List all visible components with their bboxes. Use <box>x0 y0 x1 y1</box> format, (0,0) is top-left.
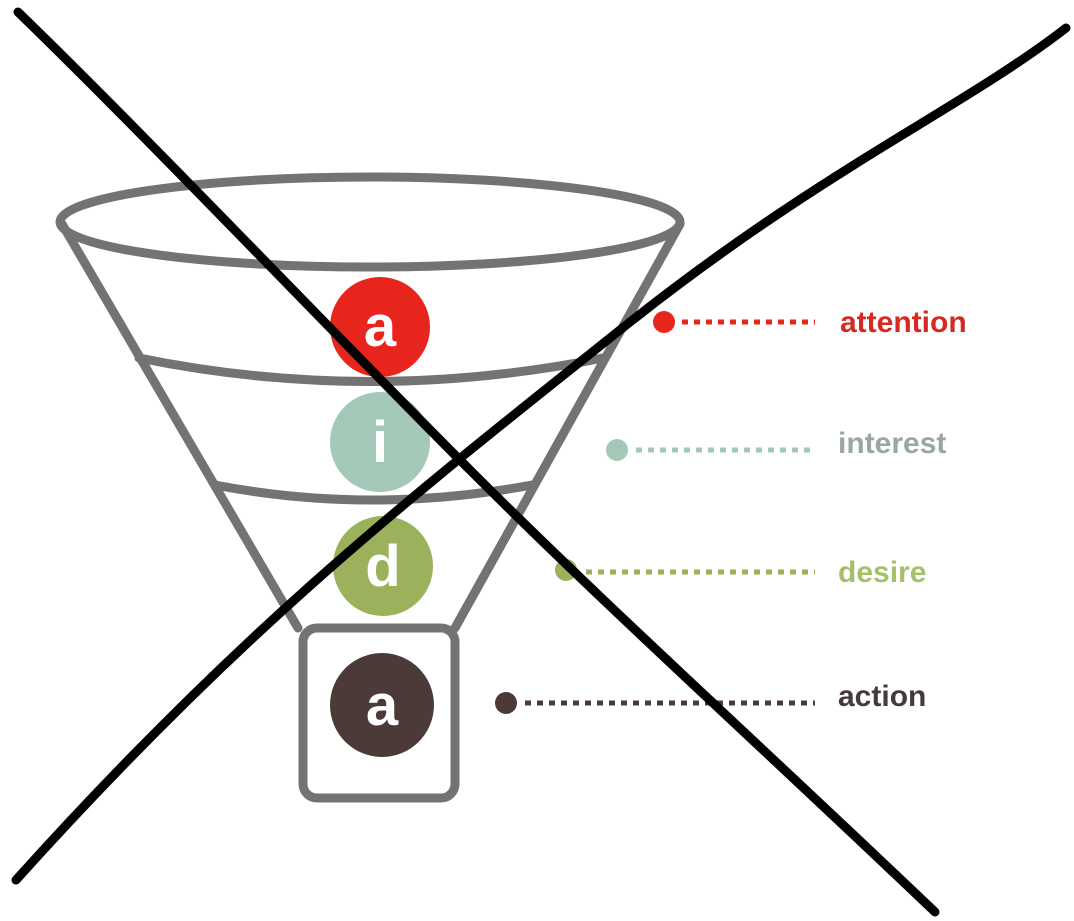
stage-attention-dot <box>653 311 675 333</box>
stage-action-letter: a <box>366 673 399 738</box>
stage-attention-letter: a <box>364 294 397 359</box>
stage-action-label: action <box>838 680 926 713</box>
cross-out-mark <box>11 7 1071 917</box>
stage-attention: a attention <box>330 277 967 377</box>
stage-desire-label: desire <box>838 556 926 589</box>
stage-interest: i interest <box>330 392 946 492</box>
funnel-right-wall <box>450 219 685 633</box>
cross-stroke-2 <box>11 23 1071 885</box>
funnel-spout <box>298 623 460 803</box>
funnel-left-wall <box>57 219 303 633</box>
stage-action: a action <box>330 653 926 757</box>
stage-action-dot <box>495 692 517 714</box>
stage-interest-dot <box>606 439 628 461</box>
stage-action-circle <box>330 653 434 757</box>
cross-stroke-1 <box>13 7 940 917</box>
stage-desire: d desire <box>333 516 926 616</box>
funnel-ring-1 <box>134 353 608 386</box>
stage-desire-letter: d <box>365 534 400 599</box>
stage-interest-circle <box>330 392 430 492</box>
stage-interest-letter: i <box>372 410 388 475</box>
stage-interest-label: interest <box>838 427 946 460</box>
funnel-rim <box>55 172 685 272</box>
stage-attention-label: attention <box>840 306 967 339</box>
